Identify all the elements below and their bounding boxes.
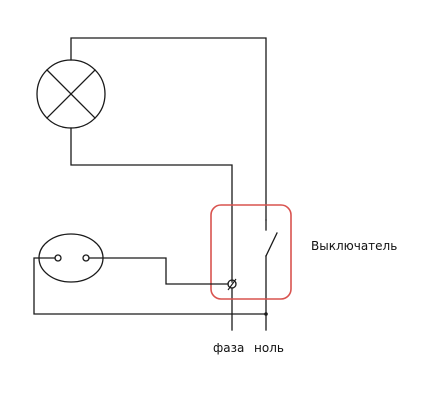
switch-highlight-box: [210, 204, 292, 300]
phase-junction-node: [227, 278, 237, 291]
switch-contact: [265, 219, 278, 331]
switch-label: Выключатель: [311, 239, 397, 253]
neutral-junction-node: [264, 312, 268, 316]
wire-socket-to-phase: [88, 257, 229, 285]
lamp-symbol: [36, 59, 106, 129]
wire-lamp-to-phase: [70, 127, 233, 283]
neutral-label: ноль: [254, 341, 284, 355]
phase-label: фаза: [213, 341, 244, 355]
wire-lamp-to-switch: [70, 37, 267, 221]
wire-socket-to-neutral: [33, 257, 267, 315]
